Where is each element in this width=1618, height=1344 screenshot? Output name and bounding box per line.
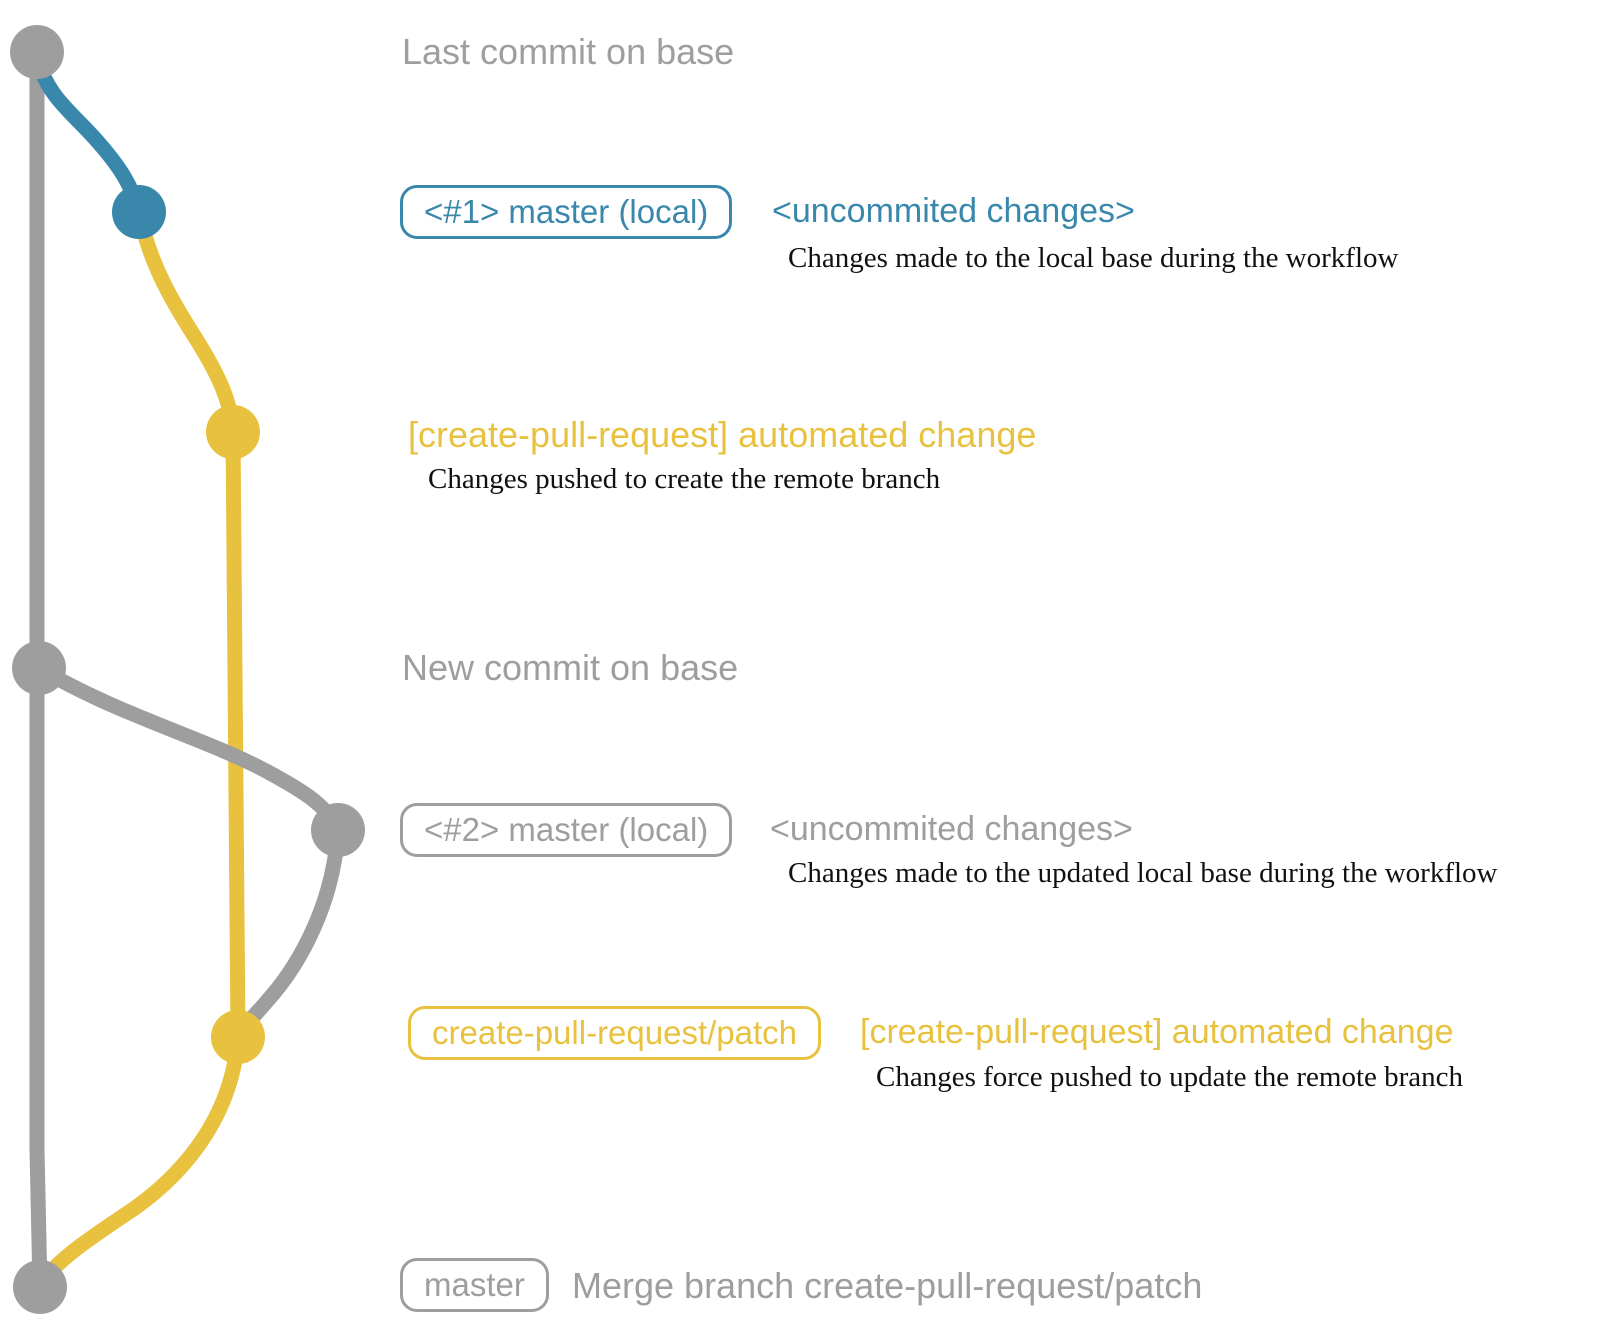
automated-change-desc-1: Changes pushed to create the remote bran… <box>428 463 941 495</box>
branch-pill-create-pull-request-patch-text: create-pull-request/patch <box>432 1014 798 1051</box>
uncommited-changes-desc-2: Changes made to the updated local base d… <box>788 857 1498 889</box>
commit-dot-new-base <box>12 641 66 695</box>
commit-dot-remote-2 <box>211 1010 265 1064</box>
uncommited-changes-desc-1: Changes made to the local base during th… <box>788 242 1399 274</box>
uncommited-changes-note-1: <uncommited changes> <box>772 192 1135 230</box>
commit-dot-merge <box>13 1260 67 1314</box>
local-branch-1-line <box>29 50 147 220</box>
branch-pill-master-local-1-text: <#1> master (local) <box>424 193 709 230</box>
new-commit-label: New commit on base <box>402 647 739 688</box>
local-2-to-remote-line <box>233 822 346 1038</box>
branch-pill-master-local-1: <#1> master (local) <box>400 185 733 239</box>
remote-merge-line <box>34 1029 246 1290</box>
branch-pill-master-text: master <box>424 1266 525 1303</box>
automated-change-note-2: [create-pull-request] automated change <box>860 1013 1454 1051</box>
branch-pill-master-local-2: <#2> master (local) <box>400 803 733 857</box>
remote-branch-line <box>225 424 246 1045</box>
base-branch-line <box>29 44 48 1295</box>
branch-pill-create-pull-request-patch: create-pull-request/patch <box>408 1006 822 1060</box>
branch-pill-master-local-2-text: <#2> master (local) <box>424 811 709 848</box>
commit-dot-local-2 <box>311 803 365 857</box>
remote-branch-create-line <box>131 204 241 440</box>
automated-change-note-1: [create-pull-request] automated change <box>408 414 1037 455</box>
commit-dot-local-1 <box>112 185 166 239</box>
uncommited-changes-note-2: <uncommited changes> <box>770 810 1133 848</box>
branch-pill-master: master <box>400 1258 549 1312</box>
merge-commit-note: Merge branch create-pull-request/patch <box>572 1265 1203 1306</box>
commit-dot-last-base <box>10 25 64 79</box>
commit-dot-remote-1 <box>206 405 260 459</box>
automated-change-desc-2: Changes force pushed to update the remot… <box>876 1061 1464 1093</box>
last-commit-label: Last commit on base <box>402 31 735 72</box>
base-to-local-2-line <box>31 660 346 838</box>
